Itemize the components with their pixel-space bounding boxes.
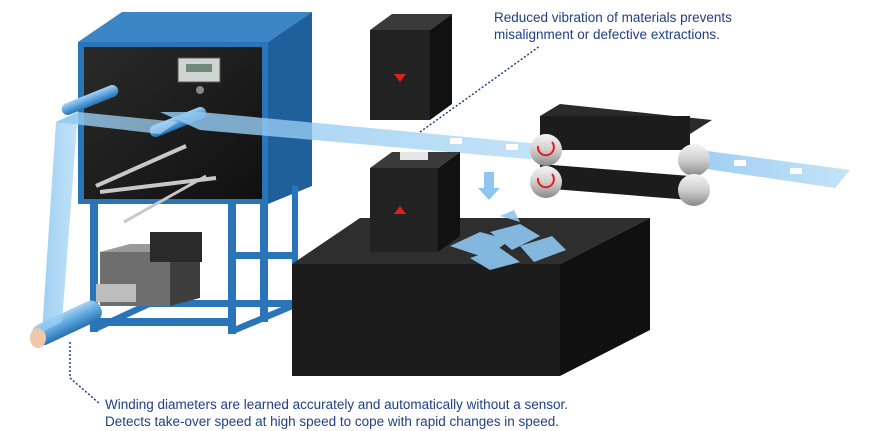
lower-press-block (370, 152, 460, 252)
web-exit (700, 150, 850, 188)
control-knob (196, 86, 204, 94)
callout-line: misalignment or defective extractions. (494, 27, 720, 42)
upper-roller (61, 85, 119, 115)
drop-arrow-icon (478, 172, 500, 200)
callout-line: Detects take-over speed at high speed to… (105, 414, 560, 429)
upper-feed-roller (530, 134, 562, 166)
material-roll (32, 300, 102, 346)
housing-side (268, 12, 312, 204)
callout-line: Reduced vibration of materials prevents (494, 10, 732, 25)
lower-end-roller (678, 174, 710, 206)
housing-top (78, 12, 312, 42)
motor-cap (150, 232, 202, 262)
rotation-arrow-icon (536, 141, 555, 157)
press-base (292, 218, 650, 376)
callout-vibration: Reduced vibration of materials prevents … (494, 9, 732, 43)
display-readout (186, 64, 212, 72)
upper-end-roller (678, 144, 710, 176)
roll-core (30, 328, 46, 348)
up-arrow-icon (394, 206, 406, 214)
callout-winding: Winding diameters are learned accurately… (105, 396, 568, 430)
top-leader-line (419, 45, 541, 133)
web-diagonal (56, 112, 178, 134)
winder-machine (30, 12, 312, 348)
drive-shaft (96, 284, 136, 302)
display-screen (177, 57, 221, 83)
dancer-arm-3 (123, 174, 207, 224)
callout-line: Winding diameters are learned accurately… (105, 397, 568, 412)
web-main (160, 112, 540, 160)
upper-belt (540, 116, 690, 150)
lower-belt (540, 164, 690, 200)
upper-press-block (370, 14, 452, 120)
lower-feed-roller (530, 166, 562, 198)
cut-pieces (450, 210, 566, 270)
web-holes (450, 138, 802, 174)
rotation-arrow-icon (536, 173, 555, 189)
feed-conveyor (530, 104, 712, 206)
die-piece (400, 152, 428, 160)
material-web (42, 112, 850, 332)
bottom-leader-line (69, 342, 101, 405)
machine-frame (90, 186, 298, 334)
web-drop (42, 112, 78, 332)
dancer-arm-1 (95, 144, 187, 188)
down-arrow-icon (394, 74, 406, 82)
